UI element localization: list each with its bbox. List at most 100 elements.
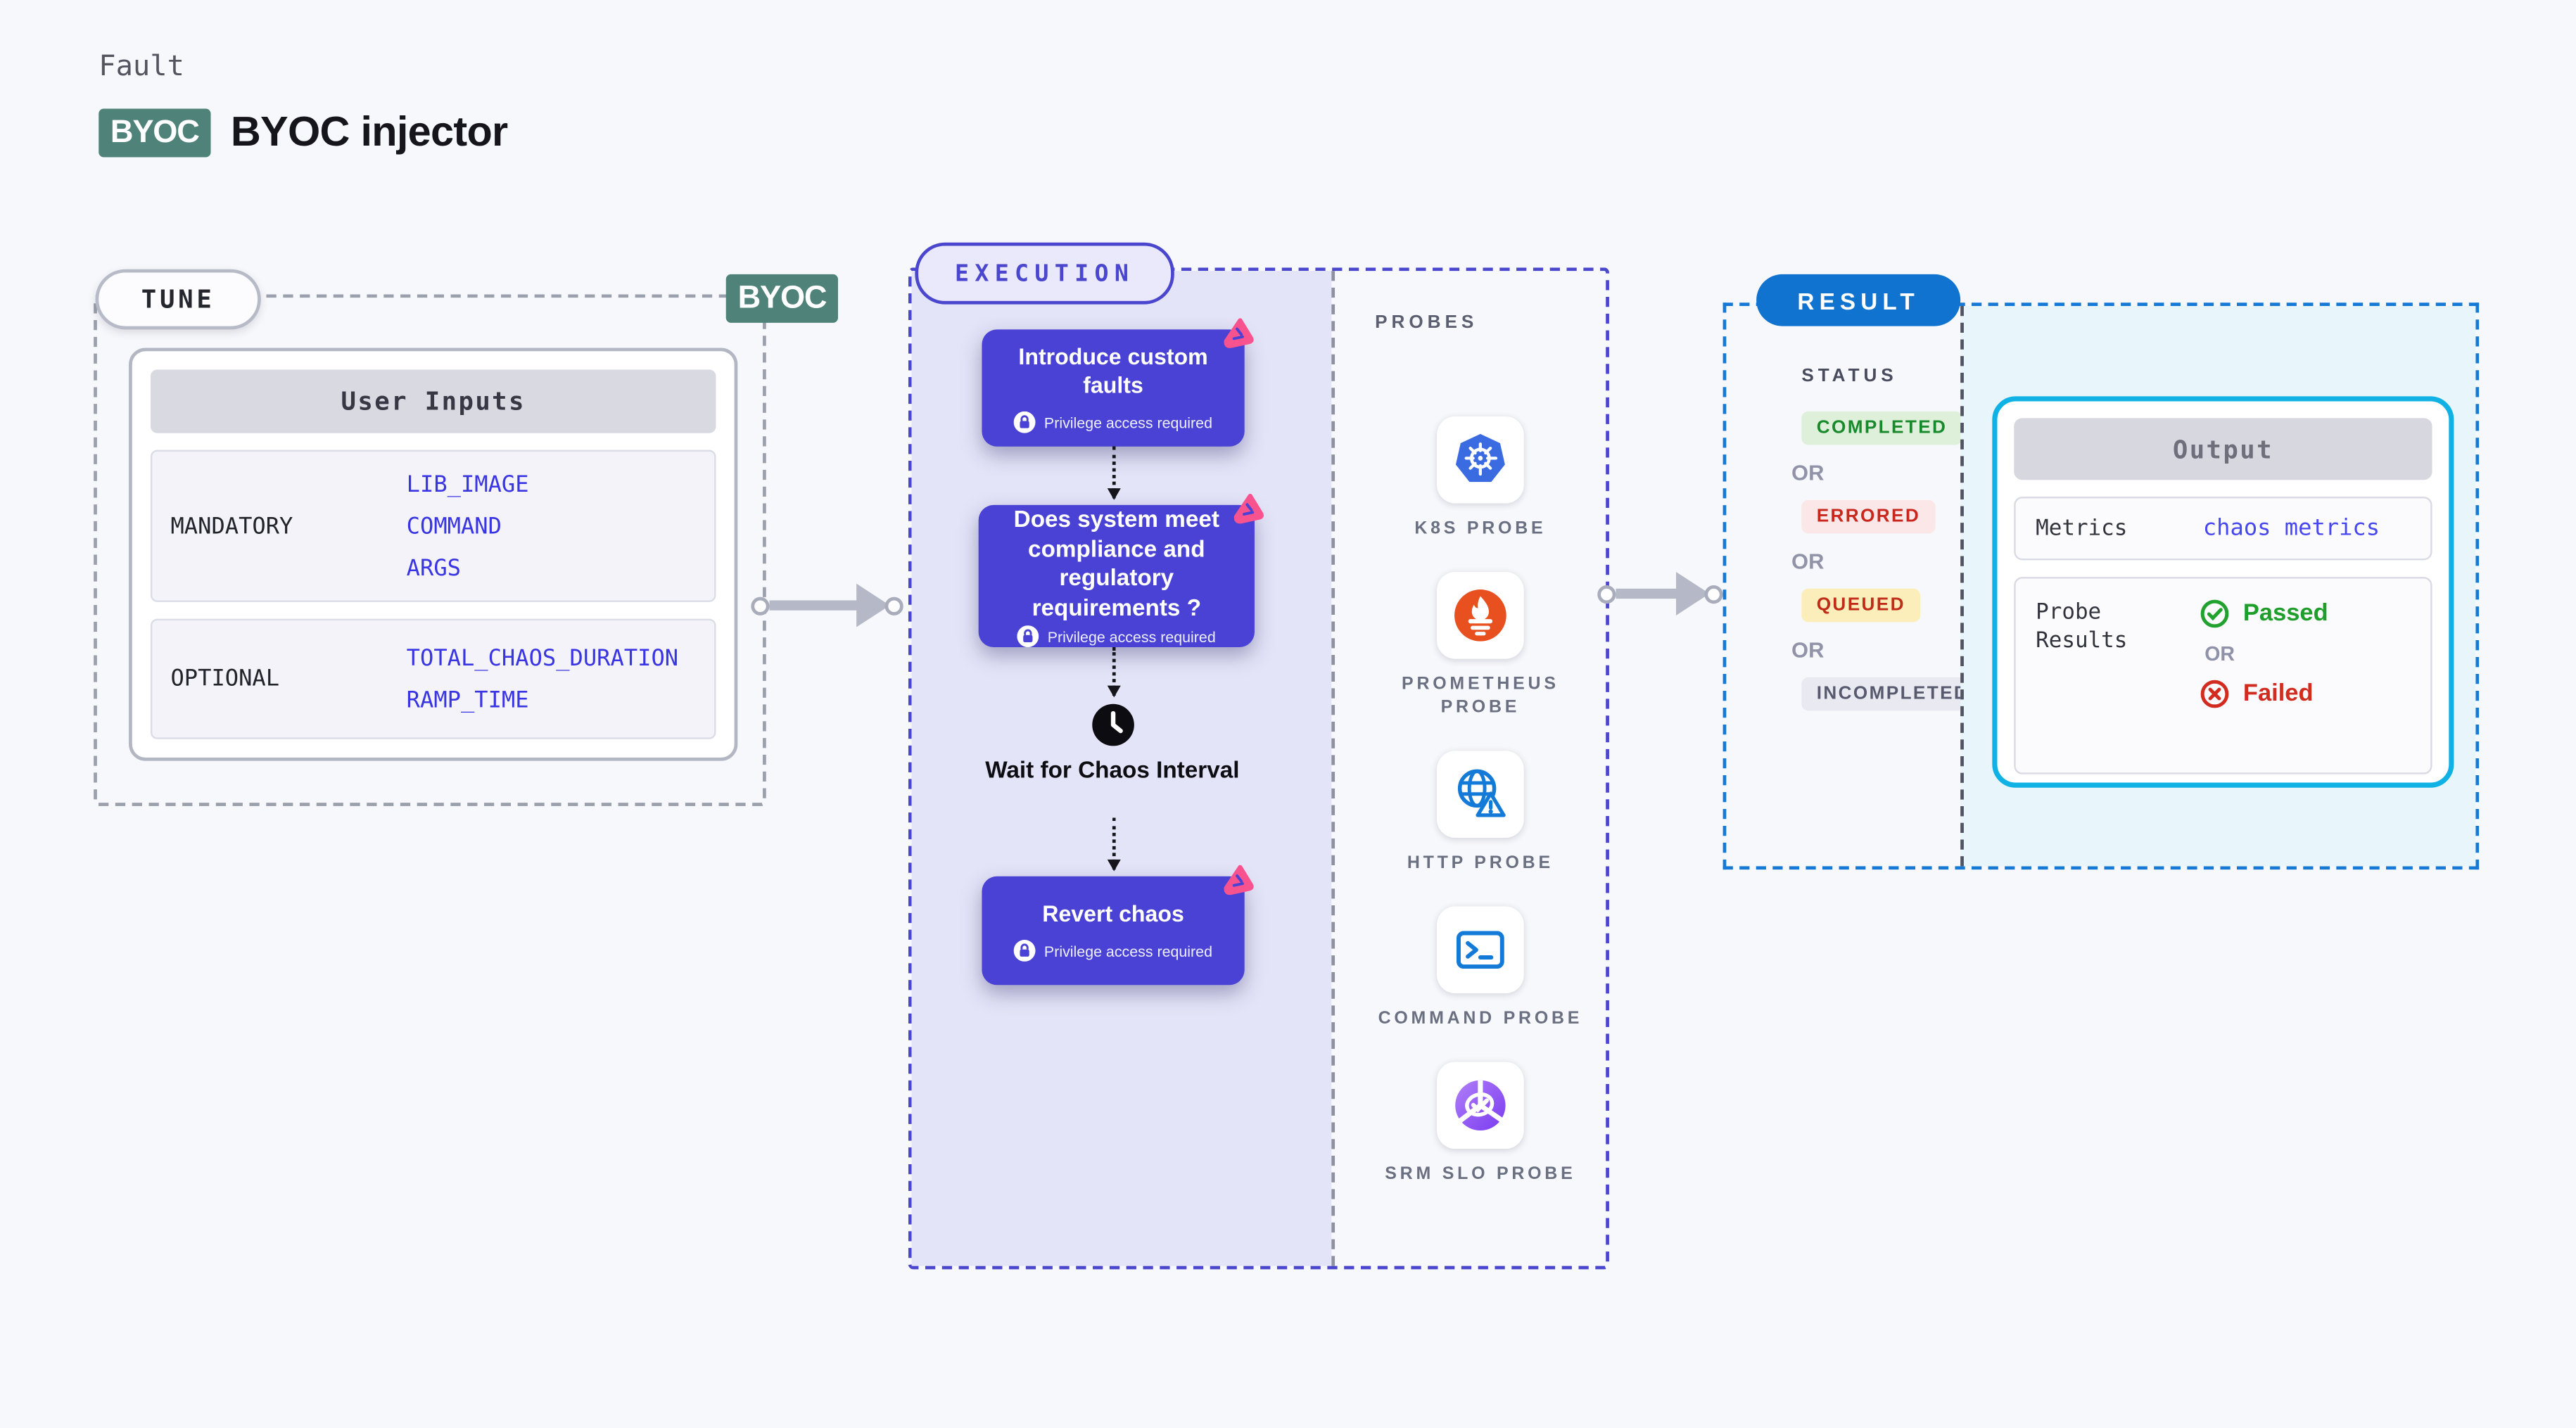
user-inputs-title: User Inputs — [150, 369, 716, 433]
page-title: BYOC injector — [230, 108, 508, 156]
flow-connector-arrow — [1107, 647, 1121, 698]
output-card: Output Metrics chaos metrics Probe Resul… — [1992, 396, 2454, 788]
user-inputs-card: User Inputs MANDATORY LIB_IMAGE COMMAND … — [129, 348, 738, 761]
status-column: STATUS COMPLETED OR ERRORED OR QUEUED OR… — [1726, 306, 1984, 866]
or-label: OR — [2204, 642, 2235, 666]
probes-panel: PROBES K8S PROBE — [1331, 271, 1606, 1266]
litmus-logo-icon — [1224, 865, 1254, 895]
status-badge-queued: QUEUED — [1801, 588, 1921, 623]
probe-label: K8S PROBE — [1414, 518, 1547, 539]
failed-label: Failed — [2242, 680, 2314, 708]
connector-dot — [1597, 584, 1616, 604]
fault-eyebrow: Fault — [99, 50, 184, 84]
lock-icon — [1014, 940, 1036, 962]
probe-item-prometheus: PROMETHEUS PROBE — [1371, 572, 1589, 719]
x-circle-icon — [2200, 680, 2229, 708]
probes-heading: PROBES — [1375, 312, 1478, 333]
mandatory-label: MANDATORY — [170, 512, 293, 540]
lock-icon — [1014, 411, 1036, 433]
or-label: OR — [1791, 548, 1825, 574]
probe-card — [1437, 416, 1524, 504]
probe-card — [1437, 906, 1524, 994]
probe-label: COMMAND PROBE — [1378, 1008, 1583, 1029]
probe-results-label: Probe Results — [2036, 600, 2128, 654]
check-circle-icon — [2200, 599, 2229, 628]
failed-line: Failed — [2200, 679, 2328, 709]
probe-label: HTTP PROBE — [1407, 853, 1554, 873]
lock-icon — [1017, 625, 1039, 648]
probe-card — [1437, 1062, 1524, 1149]
flow-connector-arrow — [1107, 817, 1121, 872]
probe-item-srm-slo: SRM SLO PROBE — [1385, 1062, 1575, 1186]
step-title: Does system meet compliance and regulato… — [1013, 504, 1219, 620]
flow-connector-arrow — [1107, 446, 1121, 500]
or-label: OR — [1791, 459, 1825, 485]
metrics-value: chaos metrics — [2202, 515, 2380, 542]
probe-label: PROMETHEUS PROBE — [1402, 674, 1559, 718]
optional-row: OPTIONAL TOTAL_CHAOS_DURATION RAMP_TIME — [150, 618, 716, 739]
step-compliance-check: Does system meet compliance and regulato… — [978, 493, 1264, 648]
privilege-note-text: Privilege access required — [1043, 942, 1212, 960]
connector-dot — [884, 596, 903, 615]
step-title: Introduce custom faults — [1018, 344, 1208, 398]
or-label: OR — [1791, 637, 1825, 663]
prometheus-icon — [1454, 589, 1506, 642]
status-badge-errored: ERRORED — [1801, 499, 1936, 534]
execution-section-label: EXECUTION — [915, 242, 1174, 305]
byoc-corner-badge: BYOC — [725, 274, 839, 323]
probe-item-k8s: K8S PROBE — [1414, 416, 1546, 540]
probe-item-command: COMMAND PROBE — [1378, 906, 1583, 1030]
status-badge-incompleted: INCOMPLETED — [1801, 677, 1984, 711]
metrics-label: Metrics — [2036, 516, 2128, 542]
arrow-head-icon — [1676, 572, 1710, 616]
passed-line: Passed — [2200, 599, 2328, 629]
tune-section: TUNE BYOC User Inputs MANDATORY LIB_IMAG… — [94, 269, 839, 806]
execution-to-result-arrow — [1597, 570, 1723, 618]
tune-section-label: TUNE — [95, 269, 261, 330]
wait-for-chaos-interval-label: Wait for Chaos Interval — [985, 756, 1240, 783]
arrow-shaft — [1616, 588, 1680, 599]
arrow-shaft — [769, 600, 860, 611]
step-introduce-custom-faults: Introduce custom faults Privilege access… — [982, 318, 1254, 447]
input-ramp-time: RAMP_TIME — [406, 686, 529, 713]
globe-alert-icon — [1457, 769, 1506, 817]
passed-label: Passed — [2242, 600, 2328, 627]
litmus-logo-icon — [1224, 318, 1254, 348]
kubernetes-icon — [1455, 433, 1505, 483]
output-panel: Output Metrics chaos metrics Probe Resul… — [1960, 306, 2476, 867]
page-header: Fault BYOC BYOC injector — [99, 50, 508, 158]
probe-label: SRM SLO PROBE — [1385, 1164, 1576, 1185]
probe-results-row: Probe Results Passed OR — [2014, 577, 2432, 774]
probe-card — [1437, 751, 1524, 839]
litmus-logo-icon — [1233, 493, 1264, 524]
probe-item-http: HTTP PROBE — [1407, 751, 1554, 874]
probe-card — [1437, 572, 1524, 659]
input-command: COMMAND — [406, 512, 502, 540]
status-badge-completed: COMPLETED — [1801, 411, 1962, 445]
status-heading: STATUS — [1801, 366, 1898, 387]
privilege-note: Privilege access required — [1017, 625, 1216, 648]
arrow-head-icon — [856, 583, 890, 627]
mandatory-row: MANDATORY LIB_IMAGE COMMAND ARGS — [150, 450, 716, 602]
result-section-label: RESULT — [1756, 274, 1961, 326]
privilege-note: Privilege access required — [1014, 411, 1212, 433]
tune-to-execution-arrow — [751, 582, 903, 629]
connector-dot — [1704, 584, 1723, 604]
output-title: Output — [2014, 418, 2432, 480]
metrics-row: Metrics chaos metrics — [2014, 497, 2432, 561]
step-revert-chaos: Revert chaos Privilege access required — [982, 865, 1254, 986]
execution-section: EXECUTION Introduce custom faults Privil… — [908, 242, 1609, 1270]
execution-flow-panel: Introduce custom faults Privilege access… — [911, 271, 1332, 1266]
slo-donut-check-icon — [1455, 1080, 1506, 1131]
input-total-chaos-duration: TOTAL_CHAOS_DURATION — [406, 644, 679, 672]
input-args: ARGS — [406, 554, 461, 582]
connector-dot — [751, 596, 770, 615]
privilege-note: Privilege access required — [1014, 940, 1212, 962]
privilege-note-text: Privilege access required — [1047, 627, 1216, 645]
terminal-icon — [1457, 931, 1504, 969]
optional-label: OPTIONAL — [170, 665, 280, 693]
privilege-note-text: Privilege access required — [1043, 414, 1212, 431]
input-lib-image: LIB_IMAGE — [406, 471, 529, 498]
byoc-badge: BYOC — [99, 108, 211, 158]
